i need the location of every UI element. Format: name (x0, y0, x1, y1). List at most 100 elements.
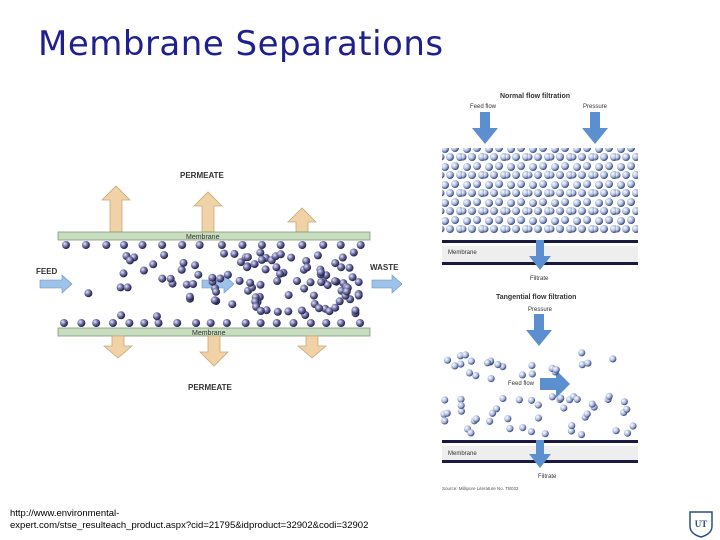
particle (160, 251, 169, 260)
particle (336, 241, 345, 249)
permeate-up-arrow (193, 191, 223, 233)
particle (256, 280, 265, 289)
particle (217, 241, 226, 249)
waste-label: WASTE (370, 263, 399, 272)
particle (220, 249, 228, 258)
particle (125, 319, 134, 327)
particle (609, 355, 617, 363)
slide-title: Membrane Separations (38, 24, 444, 64)
svg-text:UT: UT (695, 519, 708, 529)
particle (273, 307, 282, 316)
particle (149, 260, 158, 269)
permeate-up-arrow (287, 207, 317, 233)
particle (349, 248, 358, 257)
particle (303, 263, 312, 272)
particle (467, 429, 475, 437)
particle (195, 241, 204, 249)
particle (250, 260, 259, 269)
feed-flow-label-2: Feed flow (508, 381, 535, 387)
particle (354, 291, 363, 300)
particle (206, 319, 215, 327)
particle (577, 431, 586, 439)
particle (441, 396, 449, 404)
particle (515, 396, 523, 404)
particle (504, 415, 512, 423)
particle (457, 407, 465, 415)
filtrate-arrow (529, 240, 551, 270)
particle (192, 319, 201, 327)
particle (356, 319, 365, 327)
particle (345, 263, 354, 272)
particle (246, 278, 255, 287)
permeate-top-label: PERMEATE (180, 171, 225, 180)
particle (354, 278, 363, 287)
particle (472, 415, 480, 423)
particle (557, 394, 565, 402)
particle (116, 283, 125, 292)
particle (335, 297, 344, 306)
particle (306, 319, 315, 327)
particle (534, 414, 543, 422)
particle (325, 307, 334, 316)
particle (588, 400, 596, 408)
membrane-label-bottom: Membrane (192, 330, 226, 337)
tangential-particles (440, 349, 637, 439)
particle (139, 266, 148, 275)
particle (256, 319, 265, 327)
particle (337, 319, 346, 327)
particle (620, 398, 628, 406)
membrane-label: Membrane (448, 250, 477, 256)
feed-down-arrow (472, 112, 498, 144)
particle (315, 304, 323, 313)
particle (223, 270, 232, 279)
filtrate-arrow-2 (529, 440, 551, 468)
particle (284, 291, 293, 300)
particle (527, 396, 536, 404)
particle (541, 430, 549, 438)
filtrate-label: Filtrate (530, 276, 549, 282)
particle (154, 319, 163, 327)
particle (173, 319, 182, 327)
particle (506, 425, 514, 433)
particle (212, 287, 220, 296)
source-url-line2: expert.com/stse_resulteach_product.aspx?… (10, 520, 369, 531)
particle (567, 427, 576, 435)
particle (528, 361, 536, 370)
permeate-bottom-label: PERMEATE (188, 383, 233, 392)
particle (191, 261, 199, 270)
particle (257, 255, 266, 264)
particle (182, 280, 191, 289)
particle (461, 351, 469, 359)
particle (216, 274, 225, 283)
left-particles (60, 241, 365, 327)
filtration-comparison: Normal flow filtration Feed flow Pressur… (440, 93, 638, 491)
particle (472, 372, 480, 380)
particle (331, 259, 340, 268)
particle (323, 281, 332, 290)
particle (584, 359, 592, 367)
particle (158, 274, 167, 283)
particle (467, 357, 475, 365)
particle (177, 265, 186, 274)
particle (331, 277, 339, 286)
particle (166, 274, 175, 283)
source-url[interactable]: http://www.environmental- expert.com/sts… (10, 508, 368, 532)
particle (605, 392, 613, 400)
pressure-down-arrow (582, 112, 608, 144)
particle (158, 241, 167, 249)
permeate-down-arrow (199, 335, 229, 367)
particle (443, 409, 451, 417)
particle (317, 278, 326, 287)
particle (629, 422, 637, 430)
particle (289, 319, 298, 327)
feed-flow-arrow (540, 370, 570, 398)
particle (210, 296, 219, 305)
particle (552, 366, 560, 374)
particle (623, 405, 631, 413)
permeate-up-arrow (101, 185, 131, 233)
particle (272, 263, 281, 272)
particle (243, 253, 252, 262)
particle (189, 280, 198, 288)
particle (302, 257, 311, 265)
